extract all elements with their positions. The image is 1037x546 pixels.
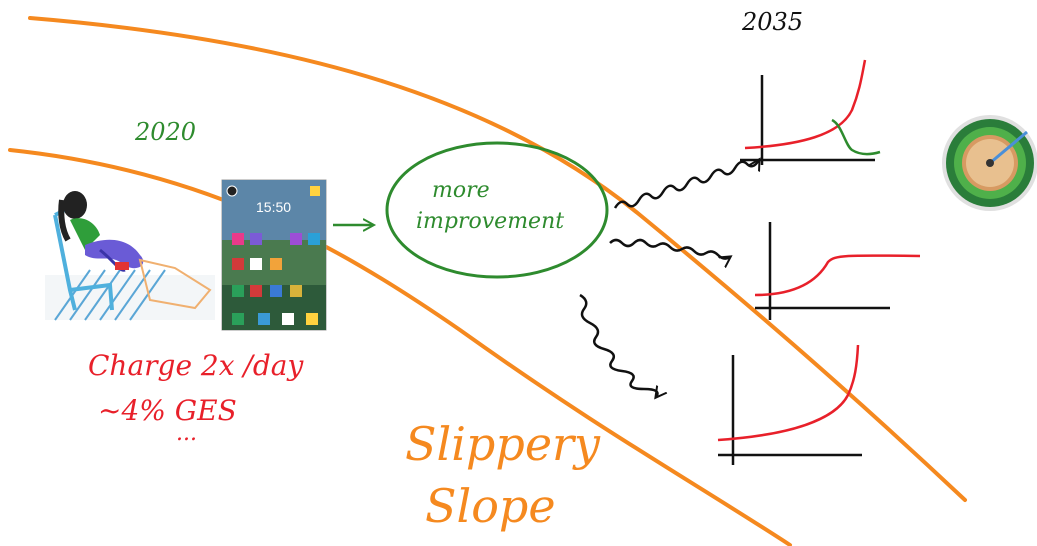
upper-slope-curve (28, 16, 967, 502)
improvement-bubble (385, 141, 609, 279)
ges-text: ~4% GES (98, 394, 237, 427)
person-sketch (45, 191, 215, 321)
wavy-arrow-top (613, 160, 759, 209)
bubble-text-line2: improvement (416, 209, 564, 234)
slippery-text: Slippery (405, 417, 601, 471)
graph-top-green-curve (831, 118, 881, 156)
graph-middle-red-curve (754, 254, 921, 297)
wavy-arrow-middle (609, 238, 730, 259)
phone-clock: 15:50 (256, 199, 291, 215)
charge-text: Charge 2x /day (88, 349, 304, 382)
graph-top (740, 59, 881, 165)
wavy-arrow-bottom (579, 293, 658, 397)
smartphone: 15:50 (221, 179, 327, 331)
graph-bottom (717, 344, 862, 465)
dots-text: ... (176, 421, 197, 446)
year-2020-label: 2020 (134, 118, 196, 146)
gauge-icon (942, 115, 1037, 211)
graph-top-red-curve (744, 59, 867, 150)
bubble-text-line1: more (432, 178, 490, 203)
graph-middle (754, 222, 921, 320)
year-2035-label: 2035 (741, 8, 803, 36)
lower-slope-curve (8, 148, 792, 546)
slope-text: Slope (425, 479, 556, 533)
graph-bottom-red-curve (717, 344, 860, 442)
